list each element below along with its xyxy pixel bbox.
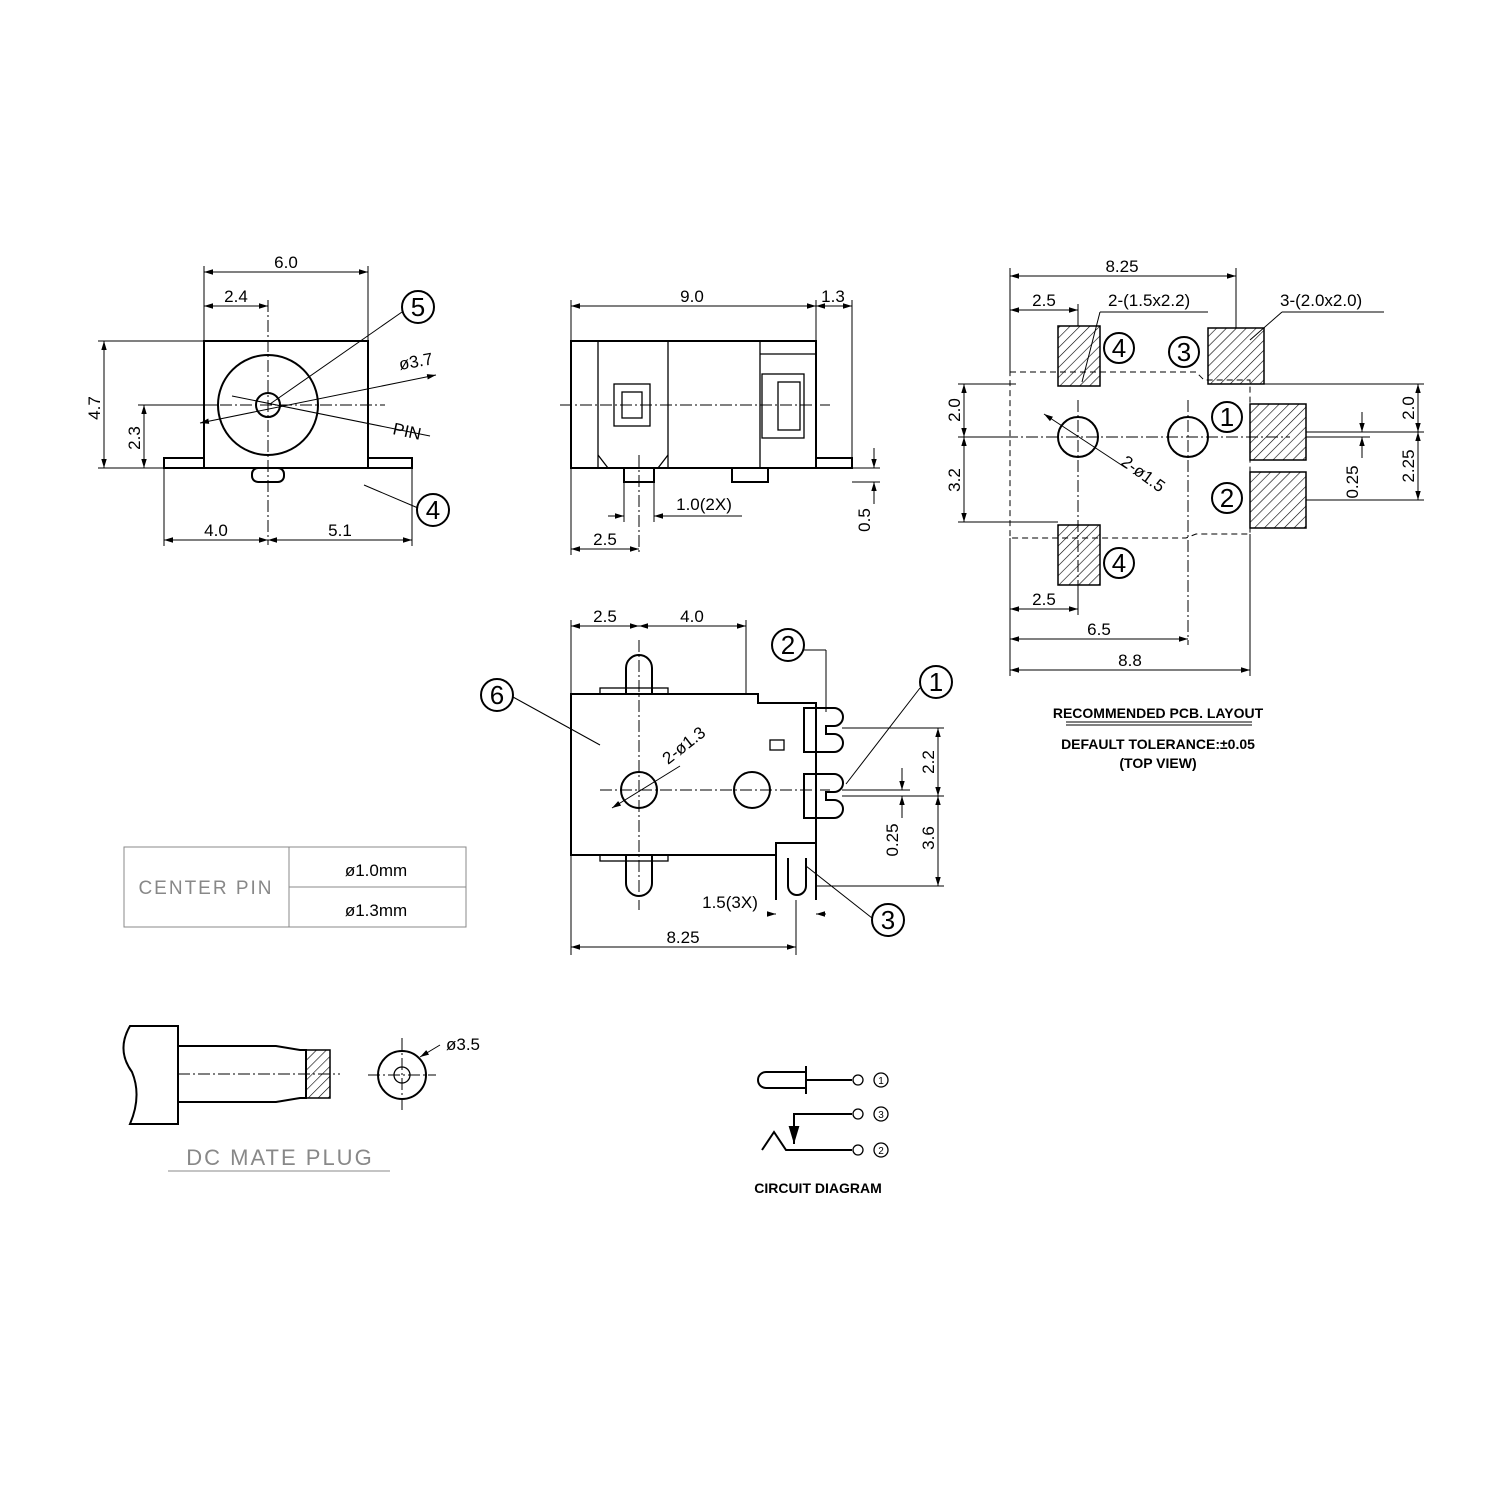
balloon-4-pcb-top	[1103, 332, 1135, 364]
front-bore-diameter-label: ø3.7	[397, 349, 434, 374]
front-pin-label: PIN	[391, 419, 423, 443]
pcb-view-note: (TOP VIEW)	[1119, 755, 1196, 771]
side-tab-length-label: 1.3	[821, 287, 845, 306]
balloon-1-top	[919, 665, 953, 699]
circuit-node-1	[873, 1072, 889, 1088]
svg-text:2: 2	[781, 630, 795, 660]
side-pin-width-label: 1.0(2X)	[676, 495, 732, 514]
pad-1	[1249, 403, 1307, 461]
front-flange	[163, 457, 413, 469]
circuit-node-3	[873, 1106, 889, 1122]
side-standoff-label: 0.5	[855, 508, 874, 532]
pcb-pad-small-label: 2-(1.5x2.2)	[1108, 291, 1190, 310]
balloon-4-pcb-bottom	[1103, 547, 1135, 579]
svg-text:1: 1	[929, 667, 943, 697]
plug-diameter-label: ø3.5	[446, 1035, 480, 1054]
top-view: 2.5 4.0 2-ø1.3 2.2 0.25 3.6 1.5(3X) 8.25…	[480, 607, 953, 955]
balloon-6	[480, 678, 514, 712]
front-right-span-label: 5.1	[328, 521, 352, 540]
pcb-left-bottom-label: 2.5	[1032, 590, 1056, 609]
center-pin-label: CENTER PIN	[138, 878, 273, 899]
front-height-label: 4.7	[85, 396, 104, 420]
front-center-height-label: 2.3	[125, 426, 144, 450]
circuit-center-pin	[757, 1071, 806, 1089]
front-left-span-label: 4.0	[204, 521, 228, 540]
top-pin-offset-label: 0.25	[883, 823, 902, 856]
pcb-hole-callout: 2-ø1.5	[1118, 452, 1169, 496]
terminal-3	[775, 843, 817, 900]
side-pin-offset-label: 2.5	[593, 530, 617, 549]
svg-text:5: 5	[411, 292, 425, 322]
top-terminal-width-label: 1.5(3X)	[702, 893, 758, 912]
dc-mate-plug: ø3.5 DC MATE PLUG	[122, 1025, 480, 1172]
pcb-right-upper-label: 2.0	[1399, 396, 1418, 420]
pcb-right-lower-label: 2.25	[1399, 449, 1418, 482]
svg-text:2: 2	[1220, 483, 1234, 513]
circuit-sleeve	[761, 1130, 852, 1151]
balloon-3-top	[871, 903, 905, 937]
pad-4-top	[1057, 325, 1101, 387]
center-pin-table: CENTER PIN ø1.0mm ø1.3mm	[123, 846, 467, 928]
balloon-4-front	[416, 493, 450, 527]
pcb-right-offset-label: 0.25	[1343, 465, 1362, 498]
plug-title: DC MATE PLUG	[186, 1145, 373, 1170]
pcb-layout: 8.25 2.5 2-(1.5x2.2) 3-(2.0x2.0) 2.0 3.2…	[945, 257, 1424, 771]
svg-text:3: 3	[881, 905, 895, 935]
side-body-length-label: 9.0	[680, 287, 704, 306]
pad-3	[1207, 327, 1265, 385]
svg-text:1: 1	[1220, 402, 1234, 432]
circuit-diagram: 1 3 2 CIRCUIT DIAGRAM	[754, 1066, 889, 1196]
top-dim-right-label: 4.0	[680, 607, 704, 626]
svg-text:4: 4	[1112, 548, 1126, 578]
svg-text:1: 1	[878, 1076, 884, 1087]
side-terminal	[761, 373, 805, 439]
pcb-tolerance: DEFAULT TOLERANCE:±0.05	[1061, 736, 1255, 752]
pcb-left-top-label: 2.5	[1032, 291, 1056, 310]
top-dim-left-label: 2.5	[593, 607, 617, 626]
balloon-5	[401, 290, 435, 324]
terminal-1	[803, 773, 844, 819]
circuit-title: CIRCUIT DIAGRAM	[754, 1180, 882, 1196]
side-view: 9.0 1.3 1.0(2X) 2.5 0.5	[560, 287, 880, 555]
pad-4-bottom	[1057, 524, 1101, 586]
balloon-2-top	[771, 628, 805, 662]
pad-2	[1249, 471, 1307, 529]
front-view: 6.0 2.4 4.7 2.3 4.0 5.1 ø3.7 PIN 5 4	[85, 253, 450, 546]
center-pin-option-1: ø1.0mm	[345, 861, 407, 880]
top-pin-pitch-label: 2.2	[919, 750, 938, 774]
balloon-2-pcb	[1211, 482, 1243, 514]
svg-text:2: 2	[878, 1146, 884, 1157]
pcb-overall-top-label: 8.25	[1105, 257, 1138, 276]
pcb-hole-span-label: 6.5	[1087, 620, 1111, 639]
svg-text:3: 3	[878, 1110, 884, 1121]
pcb-title: RECOMMENDED PCB. LAYOUT	[1053, 705, 1264, 721]
svg-text:4: 4	[1112, 333, 1126, 363]
center-pin-option-2: ø1.3mm	[345, 901, 407, 920]
svg-text:3: 3	[1177, 337, 1191, 367]
top-hole-callout: 2-ø1.3	[659, 723, 709, 768]
front-width-label: 6.0	[274, 253, 298, 272]
front-offset-label: 2.4	[224, 287, 248, 306]
svg-text:6: 6	[490, 680, 504, 710]
pcb-overall-bottom-label: 8.8	[1118, 651, 1142, 670]
pcb-pad-large-label: 3-(2.0x2.0)	[1280, 291, 1362, 310]
top-overall-label: 8.25	[666, 928, 699, 947]
plug-handle	[122, 1025, 179, 1125]
balloon-3-pcb	[1168, 336, 1200, 368]
circuit-node-2	[873, 1142, 889, 1158]
pcb-left-lower-label: 3.2	[945, 468, 964, 492]
terminal-2	[803, 707, 844, 753]
pcb-left-upper-label: 2.0	[945, 398, 964, 422]
balloon-1-pcb	[1211, 401, 1243, 433]
top-pin-span-label: 3.6	[919, 826, 938, 850]
top-body	[570, 693, 817, 856]
svg-text:4: 4	[426, 495, 440, 525]
